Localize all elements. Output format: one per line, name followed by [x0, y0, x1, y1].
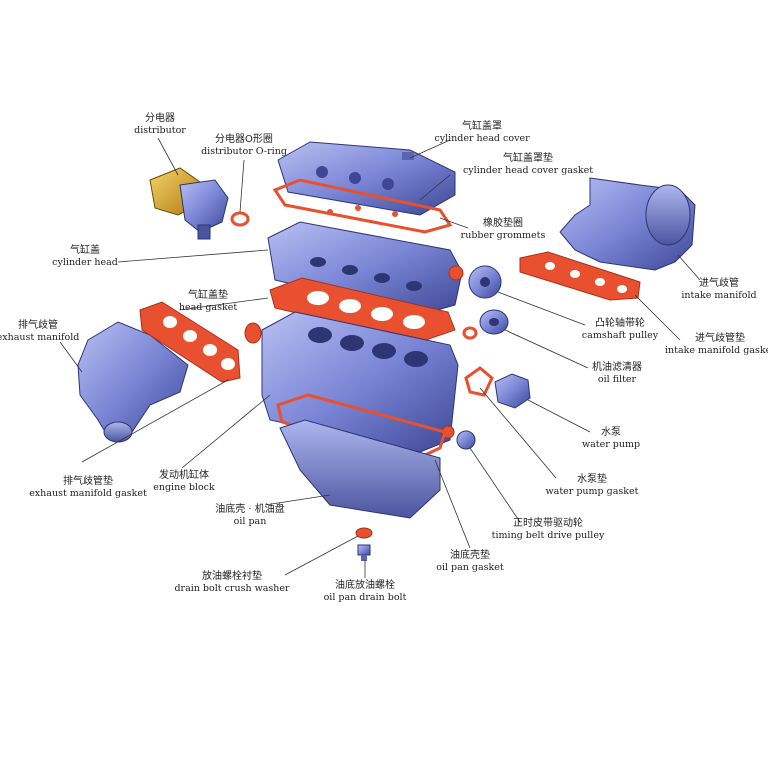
label-engine-block-en: engine block: [153, 482, 215, 494]
label-cylinder-head-cover-gasket-en: cylinder head cover gasket: [463, 165, 593, 177]
label-cylinder-head-cover-gasket-zh: 气缸盖罩垫: [463, 153, 593, 165]
label-intake-manifold-gasket-en: intake manifold gasket: [665, 345, 768, 357]
label-oil-pan-zh: 油底壳 · 机油盘: [215, 504, 285, 516]
label-exhaust-manifold-gasket: 排气歧管垫 exhaust manifold gasket: [29, 476, 147, 500]
label-water-pump: 水泵 water pump: [582, 427, 640, 451]
timing-belt-drive-pulley-part: [457, 431, 475, 449]
label-water-pump-en: water pump: [582, 439, 640, 451]
water-pump-gasket-part: [466, 368, 492, 395]
label-intake-manifold-en: intake manifold: [681, 290, 756, 302]
label-cylinder-head-zh: 气缸盖: [52, 245, 118, 257]
label-head-gasket: 气缸盖垫 head gasket: [179, 290, 237, 314]
label-engine-block: 发动机缸体 engine block: [153, 470, 215, 494]
label-oil-pan-gasket: 油底壳垫 oil pan gasket: [436, 550, 504, 574]
leader-engine-block: [182, 395, 270, 468]
label-oil-pan: 油底壳 · 机油盘 oil pan: [215, 504, 285, 528]
label-exhaust-manifold-gasket-en: exhaust manifold gasket: [29, 488, 147, 500]
label-exhaust-manifold: 排气歧管 exhaust manifold: [0, 320, 79, 344]
label-timing-belt-drive-pulley-en: timing belt drive pulley: [492, 530, 605, 542]
label-oil-filter: 机油滤清器 oil filter: [592, 362, 642, 386]
label-camshaft-pulley-en: camshaft pulley: [582, 330, 658, 342]
label-oil-pan-drain-bolt-en: oil pan drain bolt: [324, 592, 407, 604]
crank-seal-part: [245, 323, 261, 343]
label-oil-pan-drain-bolt-zh: 油底放油螺栓: [324, 580, 407, 592]
leader-oil-pan-gasket: [435, 460, 470, 548]
leader-exhaust-manifold: [60, 342, 82, 372]
label-oil-pan-drain-bolt: 油底放油螺栓 oil pan drain bolt: [324, 580, 407, 604]
leader-oil-filter: [505, 330, 588, 368]
leader-distributor-oring: [240, 160, 244, 212]
camshaft-pulley-part: [469, 266, 501, 298]
label-timing-belt-drive-pulley-zh: 正时皮带驱动轮: [492, 518, 605, 530]
label-cylinder-head-cover: 气缸盖罩 cylinder head cover: [434, 121, 529, 145]
label-drain-bolt-crush-washer-en: drain bolt crush washer: [174, 583, 289, 595]
label-intake-manifold: 进气歧管 intake manifold: [681, 278, 756, 302]
label-oil-filter-en: oil filter: [592, 374, 642, 386]
label-water-pump-gasket-en: water pump gasket: [546, 486, 639, 498]
label-oil-pan-gasket-zh: 油底壳垫: [436, 550, 504, 562]
label-intake-manifold-gasket-zh: 进气歧管垫: [665, 333, 768, 345]
label-exhaust-manifold-zh: 排气歧管: [0, 320, 79, 332]
label-intake-manifold-zh: 进气歧管: [681, 278, 756, 290]
label-distributor-oring: 分电器O形圈 distributor O-ring: [201, 134, 287, 158]
leader-intake-manifold: [678, 255, 700, 280]
label-water-pump-zh: 水泵: [582, 427, 640, 439]
cylinder-head-cover-part: [278, 142, 455, 215]
label-drain-bolt-crush-washer-zh: 放油螺栓衬垫: [174, 571, 289, 583]
label-distributor-en: distributor: [134, 125, 186, 137]
label-oil-filter-zh: 机油滤清器: [592, 362, 642, 374]
label-intake-manifold-gasket: 进气歧管垫 intake manifold gasket: [665, 333, 768, 357]
label-cylinder-head-cover-en: cylinder head cover: [434, 133, 529, 145]
label-timing-belt-drive-pulley: 正时皮带驱动轮 timing belt drive pulley: [492, 518, 605, 542]
label-exhaust-manifold-en: exhaust manifold: [0, 332, 79, 344]
label-head-gasket-en: head gasket: [179, 302, 237, 314]
leader-camshaft-pulley: [498, 292, 585, 325]
oil-filter-part: [480, 310, 508, 334]
label-exhaust-manifold-gasket-zh: 排气歧管垫: [29, 476, 147, 488]
label-cylinder-head: 气缸盖 cylinder head: [52, 245, 118, 269]
label-cylinder-head-cover-zh: 气缸盖罩: [434, 121, 529, 133]
label-distributor-oring-zh: 分电器O形圈: [201, 134, 287, 146]
label-camshaft-pulley: 凸轮轴带轮 camshaft pulley: [582, 318, 658, 342]
oil-pan-drain-bolt-part: [358, 545, 370, 561]
label-rubber-grommets-en: rubber grommets: [461, 230, 546, 242]
label-cylinder-head-en: cylinder head: [52, 257, 118, 269]
water-pump-part: [495, 374, 530, 408]
leader-cylinder-head: [118, 250, 268, 262]
label-water-pump-gasket: 水泵垫 water pump gasket: [546, 474, 639, 498]
leader-water-pump: [528, 400, 590, 432]
label-rubber-grommets: 橡胶垫圈 rubber grommets: [461, 218, 546, 242]
label-engine-block-zh: 发动机缸体: [153, 470, 215, 482]
oil-filter-oring-part: [464, 328, 476, 338]
label-head-gasket-zh: 气缸盖垫: [179, 290, 237, 302]
leader-distributor: [158, 138, 178, 175]
leader-timing-belt-drive-pulley: [470, 448, 520, 522]
label-distributor-zh: 分电器: [134, 113, 186, 125]
label-rubber-grommets-zh: 橡胶垫圈: [461, 218, 546, 230]
label-distributor: 分电器 distributor: [134, 113, 186, 137]
intake-manifold-part: [560, 178, 695, 270]
label-drain-bolt-crush-washer: 放油螺栓衬垫 drain bolt crush washer: [174, 571, 289, 595]
label-distributor-oring-en: distributor O-ring: [201, 146, 287, 158]
label-oil-pan-gasket-en: oil pan gasket: [436, 562, 504, 574]
distributor-oring-part: [232, 213, 248, 225]
leader-drain-bolt-crush-washer: [285, 536, 358, 575]
label-camshaft-pulley-zh: 凸轮轴带轮: [582, 318, 658, 330]
label-water-pump-gasket-zh: 水泵垫: [546, 474, 639, 486]
camshaft-seal-part: [449, 266, 463, 280]
distributor-part: [150, 168, 228, 239]
label-cylinder-head-cover-gasket: 气缸盖罩垫 cylinder head cover gasket: [463, 153, 593, 177]
label-oil-pan-en: oil pan: [215, 516, 285, 528]
drain-bolt-crush-washer-part: [356, 528, 372, 538]
